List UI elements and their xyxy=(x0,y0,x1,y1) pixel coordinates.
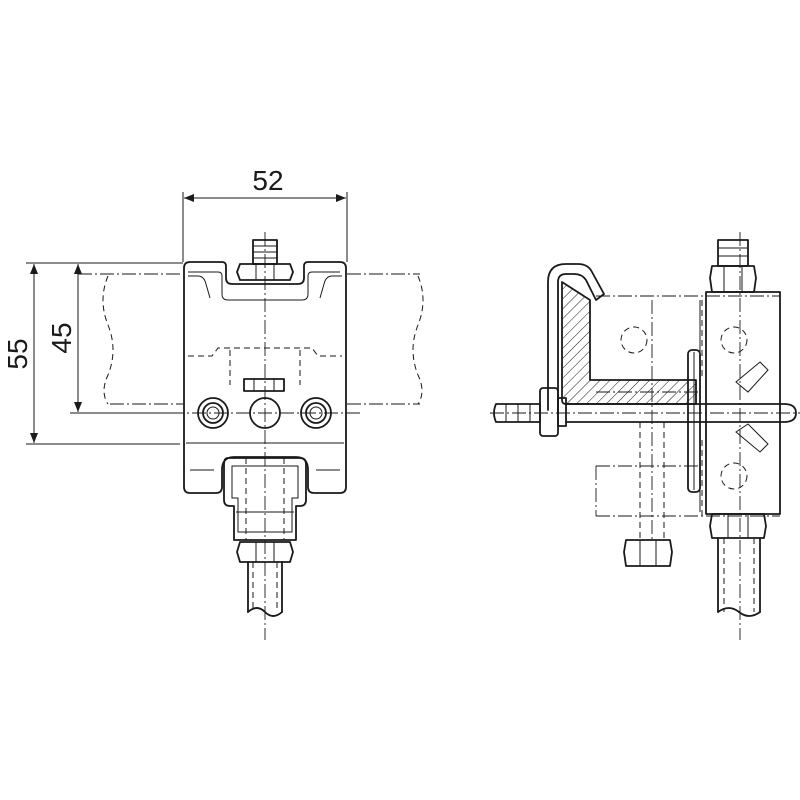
lower-side-bolt xyxy=(623,422,673,567)
clamp-body xyxy=(183,261,347,494)
right-nut xyxy=(300,397,332,429)
threaded-rod xyxy=(247,561,283,617)
horizontal-rod xyxy=(493,387,797,437)
hook-bolt xyxy=(547,263,605,411)
top-bolt xyxy=(236,239,294,281)
lower-bracket xyxy=(223,457,307,541)
angle-section xyxy=(561,281,697,405)
dimension-height-inner-label: 45 xyxy=(46,322,77,353)
rail-outline xyxy=(78,273,424,405)
dimension-height-outer-label: 55 xyxy=(2,338,33,369)
key-slot xyxy=(243,378,285,392)
dimension-width-label: 52 xyxy=(252,165,283,196)
dimension-height-inner: 45 xyxy=(46,264,183,414)
left-nut xyxy=(197,397,229,429)
washer-plate xyxy=(687,349,701,493)
side-view xyxy=(490,232,800,640)
lower-nut xyxy=(236,541,294,563)
dimension-height-outer: 55 xyxy=(2,262,183,445)
dimension-width: 52 xyxy=(182,165,348,262)
front-view: 52 55 45 xyxy=(2,165,424,640)
center-bolt xyxy=(249,397,281,429)
